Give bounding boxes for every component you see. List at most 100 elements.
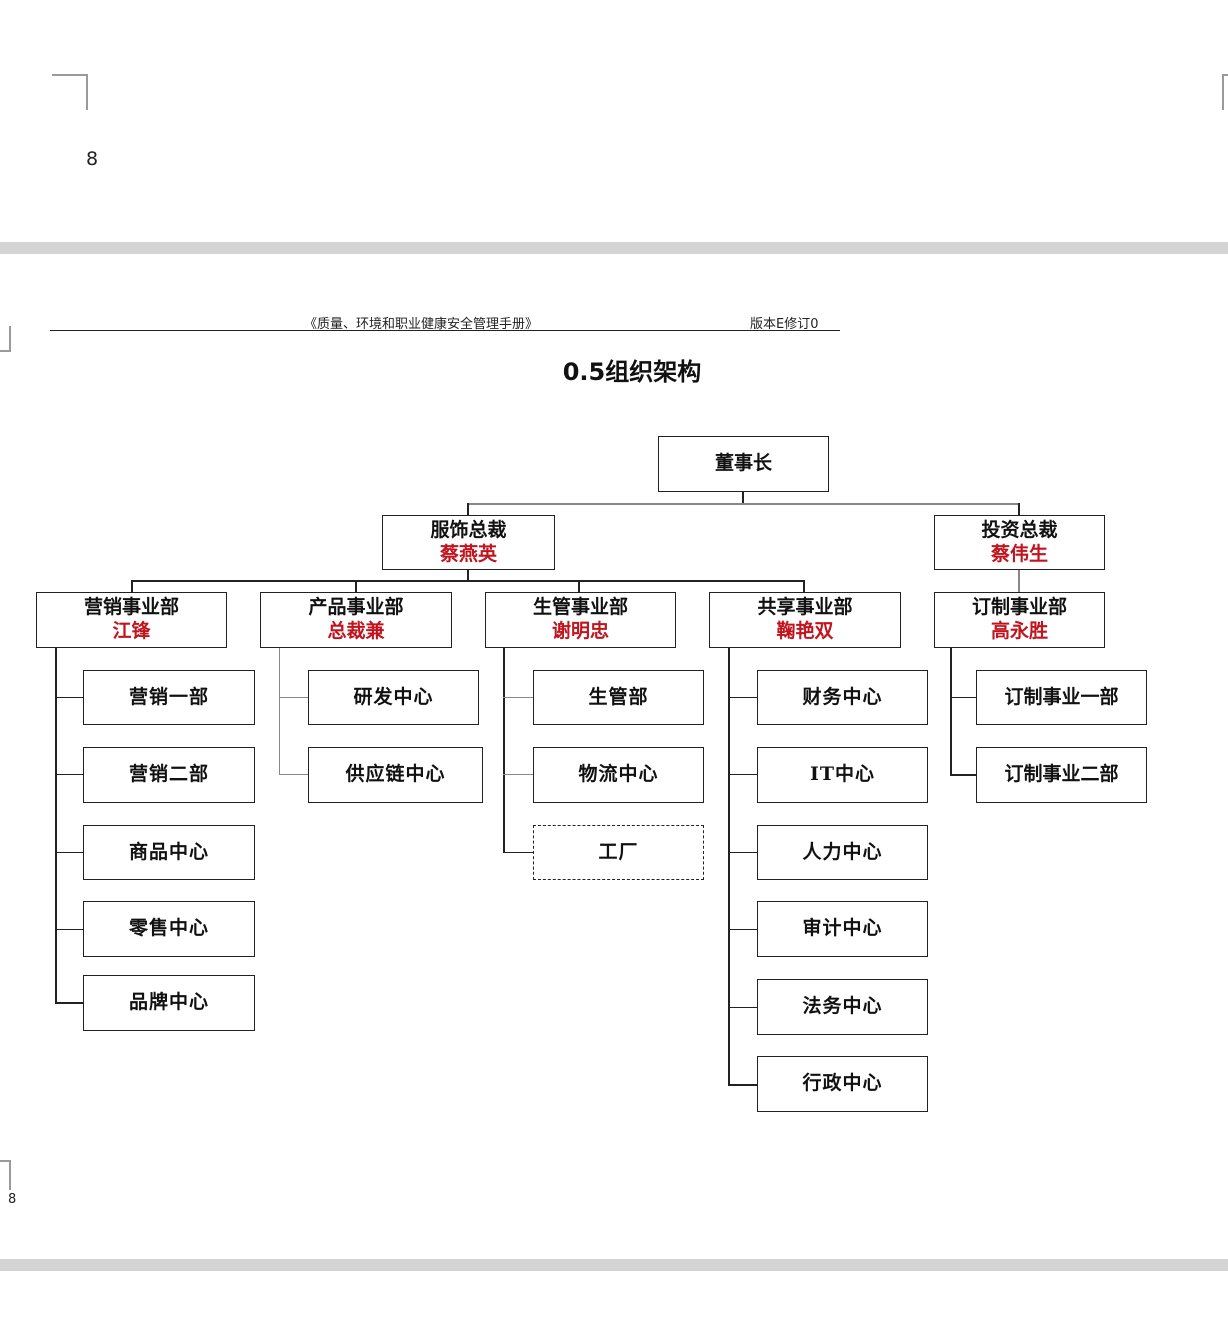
connector-line — [1018, 503, 1020, 516]
unit-label: 零售中心 — [128, 917, 209, 940]
connector-line — [503, 646, 505, 853]
org-unit: 营销二部 — [83, 747, 255, 803]
document-title: 《质量、环境和职业健康安全管理手册》 — [304, 317, 539, 332]
connector-line — [742, 491, 744, 504]
section-title: 0.5组织架构 — [562, 358, 702, 386]
node-person: 总裁兼 — [327, 620, 385, 642]
unit-label: 人力中心 — [802, 840, 883, 863]
org-unit: IT中心 — [757, 747, 928, 803]
node-title: 订制事业部 — [971, 596, 1067, 619]
node-person: 江锋 — [112, 620, 151, 642]
org-unit: 行政中心 — [757, 1056, 928, 1112]
node-title: 董事长 — [714, 452, 772, 475]
node-person: 蔡伟生 — [990, 542, 1048, 565]
org-unit: 财务中心 — [757, 670, 928, 725]
connector-line — [728, 646, 730, 1085]
org-node-division-custom: 订制事业部 高永胜 — [934, 592, 1105, 648]
unit-label: 法务中心 — [802, 995, 883, 1018]
node-title: 营销事业部 — [83, 596, 179, 619]
connector-line — [55, 774, 84, 775]
node-title: 生管事业部 — [532, 596, 628, 619]
org-unit: 营销一部 — [83, 670, 255, 725]
org-unit-dashed: 工厂 — [533, 825, 704, 880]
page-separator — [0, 1259, 1228, 1271]
connector-line — [279, 646, 280, 775]
connector-line — [728, 697, 758, 698]
unit-label: 订制事业二部 — [1004, 763, 1119, 786]
org-unit: 物流中心 — [533, 747, 704, 803]
org-unit: 品牌中心 — [83, 975, 255, 1031]
unit-label: 财务中心 — [802, 685, 883, 708]
document-version: 版本E修订0 — [750, 317, 819, 332]
node-title: 服饰总裁 — [430, 518, 507, 541]
org-unit: 订制事业二部 — [976, 747, 1147, 803]
connector-line — [503, 852, 534, 853]
unit-label: IT中心 — [809, 763, 876, 786]
crop-mark — [0, 326, 11, 352]
header-rule — [50, 330, 840, 331]
connector-line — [279, 697, 309, 698]
unit-label: 品牌中心 — [128, 991, 209, 1014]
connector-line — [728, 774, 758, 775]
connector-line — [131, 580, 805, 582]
connector-line — [355, 580, 357, 593]
connector-line — [131, 580, 133, 593]
org-node-investment-president: 投资总裁 蔡伟生 — [934, 515, 1105, 570]
unit-label: 行政中心 — [802, 1072, 883, 1095]
page-number: 8 — [86, 148, 99, 170]
node-person: 蔡燕英 — [439, 542, 497, 565]
connector-line — [728, 1084, 758, 1086]
crop-mark — [1222, 74, 1228, 110]
node-person: 谢明忠 — [551, 620, 609, 642]
unit-label: 供应链中心 — [345, 763, 446, 786]
connector-line — [55, 646, 57, 1003]
connector-line — [467, 503, 1020, 505]
node-person: 高永胜 — [990, 620, 1048, 642]
unit-label: 营销一部 — [128, 685, 209, 708]
org-unit: 研发中心 — [308, 670, 479, 725]
connector-line — [950, 774, 977, 776]
connector-line — [578, 580, 580, 593]
org-unit: 零售中心 — [83, 901, 255, 957]
org-node-division-marketing: 营销事业部 江锋 — [36, 592, 227, 648]
org-node-apparel-president: 服饰总裁 蔡燕英 — [382, 515, 555, 570]
crop-mark — [52, 74, 88, 110]
org-unit: 审计中心 — [757, 901, 928, 957]
connector-line — [950, 697, 977, 698]
org-node-division-shared: 共享事业部 鞠艳双 — [709, 592, 901, 648]
node-title: 共享事业部 — [757, 596, 853, 619]
unit-label: 审计中心 — [802, 917, 883, 940]
unit-label: 商品中心 — [128, 840, 209, 863]
connector-line — [55, 1002, 84, 1004]
org-unit: 商品中心 — [83, 825, 255, 880]
org-node-chairman: 董事长 — [658, 436, 829, 492]
connector-line — [728, 852, 758, 853]
org-unit: 订制事业一部 — [976, 670, 1147, 725]
connector-line — [55, 697, 84, 698]
connector-line — [467, 568, 469, 581]
node-title: 投资总裁 — [981, 518, 1058, 541]
connector-line — [728, 1007, 758, 1008]
crop-mark — [0, 1160, 11, 1190]
unit-label: 订制事业一部 — [1004, 685, 1119, 708]
unit-label: 物流中心 — [578, 763, 659, 786]
connector-line — [1018, 568, 1020, 593]
connector-line — [467, 503, 469, 516]
unit-label: 营销二部 — [128, 763, 209, 786]
org-node-division-production: 生管事业部 谢明忠 — [485, 592, 676, 648]
node-title: 产品事业部 — [308, 596, 404, 619]
connector-line — [503, 697, 534, 698]
org-unit: 生管部 — [533, 670, 704, 725]
org-unit: 人力中心 — [757, 825, 928, 880]
org-node-division-product: 产品事业部 总裁兼 — [260, 592, 452, 648]
connector-line — [950, 646, 952, 775]
connector-line — [279, 774, 309, 775]
connector-line — [803, 580, 805, 593]
unit-label: 工厂 — [598, 840, 639, 863]
connector-line — [55, 852, 84, 853]
org-unit: 供应链中心 — [308, 747, 483, 803]
org-unit: 法务中心 — [757, 979, 928, 1035]
page-separator — [0, 242, 1228, 254]
node-person: 鞠艳双 — [776, 620, 834, 642]
page-number: 8 — [8, 1192, 17, 1207]
